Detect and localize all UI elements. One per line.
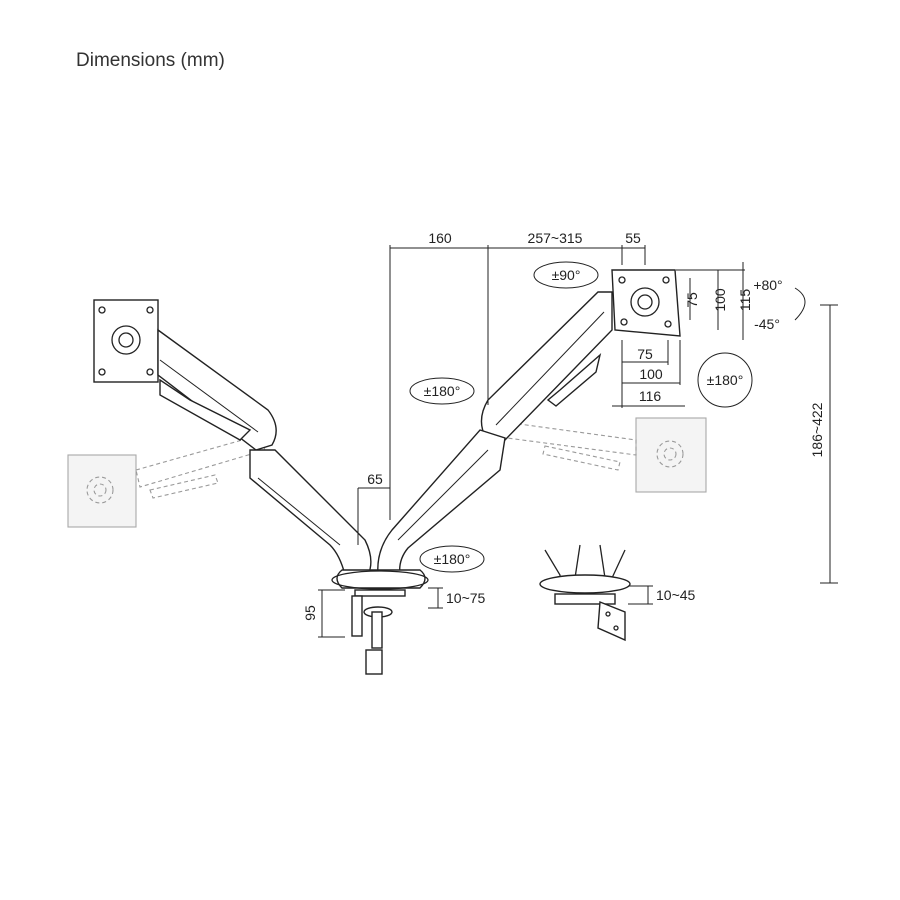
right-upper-arm [480,291,613,441]
dim-vesa-75-w: 75 [637,346,653,362]
desk-base [331,569,429,675]
diagram-title: Dimensions (mm) [76,50,225,71]
dim-pole-offset: 65 [367,471,383,487]
rotation-90: ±90° [552,267,581,283]
dim-vesa-100-h: 100 [712,288,728,312]
dim-height-range: 186~422 [809,402,825,457]
dim-clamp-range: 10~75 [446,590,486,606]
dim-clamp-height: 95 [302,605,318,621]
ghost-left-plate [67,434,266,528]
dim-arm-reach: 257~315 [528,230,583,246]
swivel-plate: ±180° [707,372,744,388]
left-upper-arm [157,328,277,451]
dim-vesa-75-h: 75 [684,292,700,308]
dim-vesa-115-h: 115 [737,289,753,312]
ghost-right-plate [489,417,707,493]
tilt-up: +80° [753,277,782,293]
swivel-base: ±180° [434,551,471,567]
right-vesa-plate [611,269,681,337]
dim-vesa-100-w: 100 [639,366,663,382]
dim-plate-width: 116 [639,388,662,404]
rotation-indicators [409,261,806,573]
left-vesa-plate [93,299,159,383]
left-lower-arm [249,449,372,576]
dim-top-offset: 160 [428,230,452,246]
dimension-lines [318,245,838,638]
swivel-arm: ±180° [424,383,461,399]
dim-plate-depth: 55 [625,230,641,246]
dim-grommet-range: 10~45 [656,587,696,603]
grommet-base [539,544,631,642]
tilt-down: -45° [754,316,780,332]
